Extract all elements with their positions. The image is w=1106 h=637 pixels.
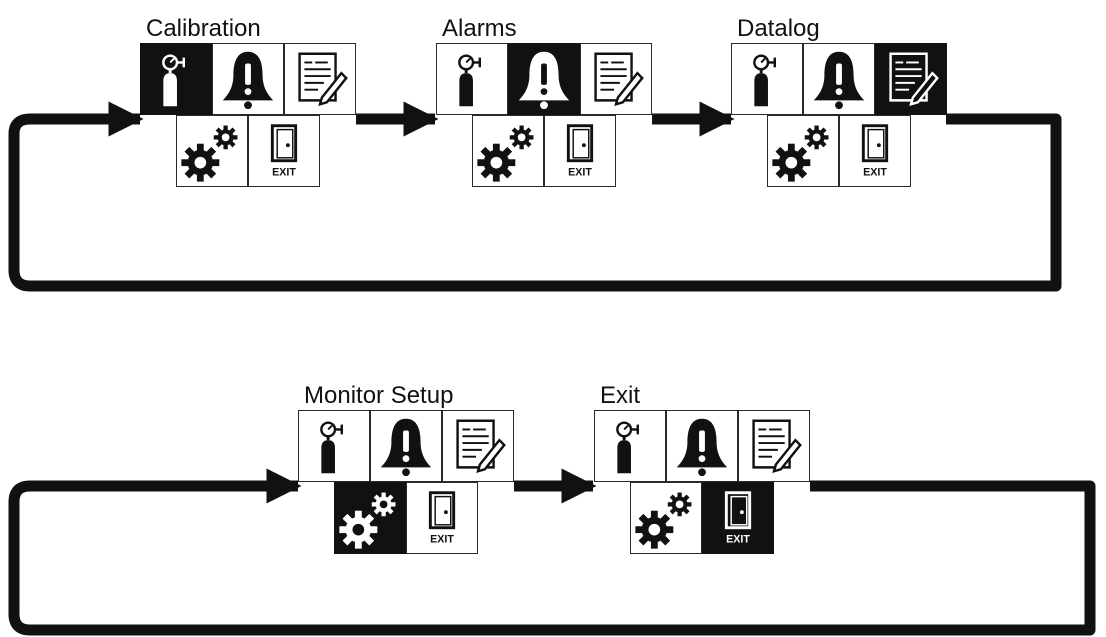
menu-cell-setup[interactable]: [630, 482, 702, 554]
menu-cell-calibration-selected[interactable]: [140, 43, 212, 115]
menu-cell-calibration[interactable]: [594, 410, 666, 482]
bell-alarm-icon: [813, 51, 865, 110]
menu-cell-exit-selected[interactable]: EXIT: [702, 482, 774, 554]
document-pencil-icon: [594, 52, 644, 107]
menu-screen-datalog: Datalog EXIT: [731, 15, 947, 191]
svg-text:EXIT: EXIT: [568, 166, 592, 178]
menu-cell-setup-selected[interactable]: [334, 482, 406, 554]
menu-title: Exit: [600, 382, 641, 409]
door-exit-icon: EXIT: [566, 124, 594, 178]
menu-cell-setup[interactable]: [472, 115, 544, 187]
menu-title: Alarms: [442, 15, 517, 42]
menu-cell-alarms-selected[interactable]: [508, 43, 580, 115]
document-pencil-icon: [752, 419, 802, 474]
menu-cell-datalog-selected[interactable]: [875, 43, 947, 115]
gas-cylinder-icon: [616, 421, 639, 474]
gears-icon: [477, 125, 534, 182]
document-pencil-icon: [456, 419, 506, 474]
svg-text:EXIT: EXIT: [430, 533, 454, 545]
menu-title: Monitor Setup: [304, 382, 454, 409]
gas-cylinder-icon: [458, 54, 481, 107]
svg-text:EXIT: EXIT: [863, 166, 887, 178]
svg-text:EXIT: EXIT: [272, 166, 296, 178]
menu-screen-exit: Exit EXIT: [594, 382, 810, 558]
gas-cylinder-icon: [753, 54, 776, 107]
menu-title: Datalog: [737, 15, 820, 42]
menu-cell-alarms[interactable]: [212, 43, 284, 115]
gears-icon: [339, 492, 396, 549]
flow-path-bottom: [8, 468, 1096, 636]
door-exit-icon: EXIT: [861, 124, 889, 178]
menu-cell-calibration[interactable]: [298, 410, 370, 482]
menu-cell-datalog[interactable]: [580, 43, 652, 115]
gears-icon: [772, 125, 829, 182]
menu-cell-exit[interactable]: EXIT: [406, 482, 478, 554]
door-exit-icon: EXIT: [270, 124, 298, 178]
menu-cell-datalog[interactable]: [442, 410, 514, 482]
menu-cell-setup[interactable]: [767, 115, 839, 187]
menu-cell-calibration[interactable]: [436, 43, 508, 115]
menu-cell-alarms[interactable]: [803, 43, 875, 115]
menu-cell-alarms[interactable]: [666, 410, 738, 482]
gears-icon: [635, 492, 692, 549]
gas-cylinder-icon: [162, 54, 185, 107]
bell-alarm-icon: [518, 51, 570, 110]
svg-text:EXIT: EXIT: [726, 533, 750, 545]
flow-path-top: [8, 101, 1062, 292]
bell-alarm-icon: [676, 418, 728, 477]
menu-screen-monitor-setup: Monitor Setup EXIT: [298, 382, 514, 558]
gears-icon: [181, 125, 238, 182]
door-exit-icon: EXIT: [428, 491, 456, 545]
menu-title: Calibration: [146, 15, 261, 42]
menu-cell-datalog[interactable]: [284, 43, 356, 115]
gas-cylinder-icon: [320, 421, 343, 474]
menu-cell-setup[interactable]: [176, 115, 248, 187]
menu-cell-alarms[interactable]: [370, 410, 442, 482]
menu-cell-calibration[interactable]: [731, 43, 803, 115]
document-pencil-icon: [298, 52, 348, 107]
door-exit-icon: EXIT: [724, 491, 752, 545]
menu-screen-calibration: Calibration EXIT: [140, 15, 356, 191]
menu-cell-datalog[interactable]: [738, 410, 810, 482]
bell-alarm-icon: [380, 418, 432, 477]
document-pencil-icon: [889, 52, 939, 107]
menu-cell-exit[interactable]: EXIT: [839, 115, 911, 187]
bell-alarm-icon: [222, 51, 274, 110]
menu-cell-exit[interactable]: EXIT: [544, 115, 616, 187]
menu-screen-alarms: Alarms EXIT: [436, 15, 652, 191]
menu-cell-exit[interactable]: EXIT: [248, 115, 320, 187]
